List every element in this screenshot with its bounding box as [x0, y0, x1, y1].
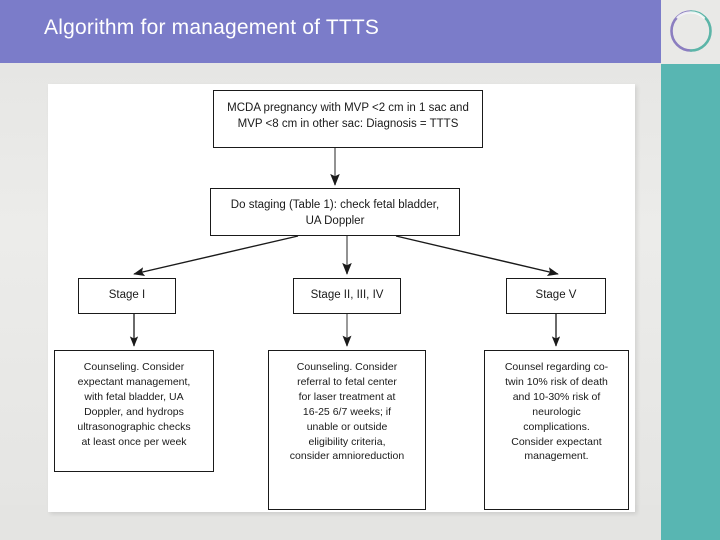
node-stage-1-text: Stage I: [108, 289, 146, 301]
node-stage-2-3-4: Stage II, III, IV: [293, 278, 401, 314]
node-plan-stage-1-text: Counseling. Consider expectant managemen…: [77, 361, 191, 448]
node-staging-text: Do staging (Table 1): check fetal bladde…: [230, 199, 440, 228]
node-plan-stage-5-text: Counsel regarding co- twin 10% risk of d…: [504, 361, 609, 463]
node-stage-1: Stage I: [78, 278, 176, 314]
flowchart: MCDA pregnancy with MVP <2 cm in 1 sac a…: [48, 84, 635, 512]
node-stage-5: Stage V: [506, 278, 606, 314]
node-staging: Do staging (Table 1): check fetal bladde…: [210, 188, 460, 236]
node-plan-stage-2-3-4: Counseling. Consider referral to fetal c…: [268, 350, 426, 510]
node-stage-2-3-4-text: Stage II, III, IV: [310, 289, 384, 301]
circle-ring-icon: [668, 8, 714, 54]
title-bar: [0, 0, 661, 63]
content-panel: MCDA pregnancy with MVP <2 cm in 1 sac a…: [48, 84, 635, 512]
node-diagnosis: MCDA pregnancy with MVP <2 cm in 1 sac a…: [213, 90, 483, 148]
node-plan-stage-2-3-4-text: Counseling. Consider referral to fetal c…: [289, 361, 405, 463]
node-plan-stage-1: Counseling. Consider expectant managemen…: [54, 350, 214, 472]
teal-accent-band: [661, 64, 720, 540]
page-title: Algorithm for management of TTTS: [44, 16, 380, 39]
node-plan-stage-5: Counsel regarding co- twin 10% risk of d…: [484, 350, 629, 510]
node-diagnosis-text: MCDA pregnancy with MVP <2 cm in 1 sac a…: [227, 102, 469, 131]
node-stage-5-text: Stage V: [535, 289, 577, 301]
